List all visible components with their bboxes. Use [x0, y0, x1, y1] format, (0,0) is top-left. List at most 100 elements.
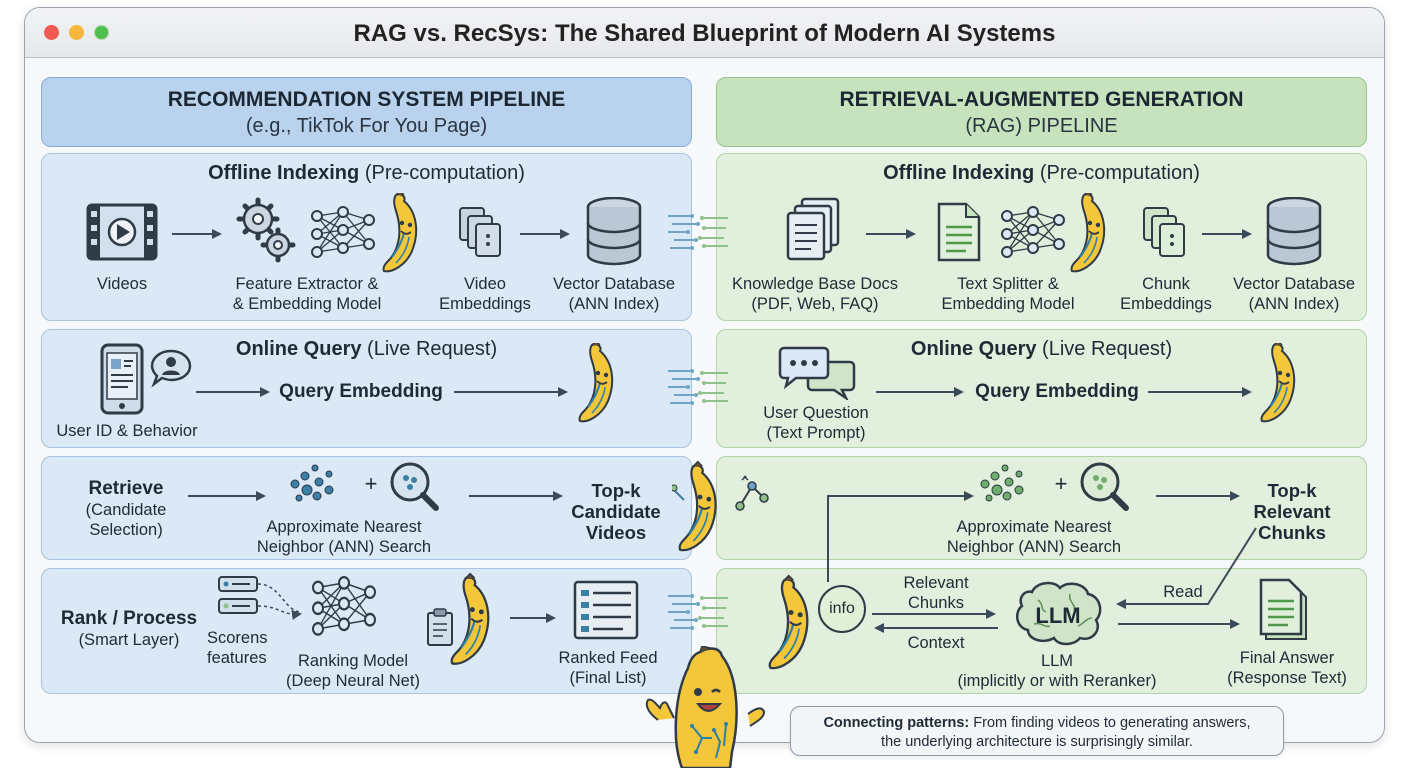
banana-mascot-icon — [1260, 343, 1296, 423]
ranked-feed-icon — [573, 580, 639, 640]
knowledge-docs-label: Knowledge Base Docs(PDF, Web, FAQ) — [731, 275, 898, 313]
arrow-llm-to-answer — [1118, 619, 1240, 629]
close-window-button[interactable] — [44, 25, 59, 40]
arrow-chunks-context — [872, 609, 998, 633]
search-icon — [388, 460, 440, 512]
neural-network-icon — [312, 576, 377, 636]
recsys-offline-title: Offline Indexing (Pre-computation) — [208, 162, 525, 184]
chunk-embeddings-icon — [1143, 207, 1185, 257]
waving-banana-mascot-icon — [645, 646, 766, 768]
arrow-embeddings-to-db — [520, 229, 570, 239]
recsys-online-title: Online Query (Live Request) — [235, 338, 498, 360]
recsys-header: RECOMMENDATION SYSTEM PIPELINE (e.g., Ti… — [41, 77, 692, 147]
recsys-header-title: RECOMMENDATION SYSTEM PIPELINE — [167, 88, 566, 111]
banana-mascot-icon — [1070, 193, 1106, 273]
features-list-icon — [218, 576, 258, 614]
rag-retrieve-panel — [716, 456, 1367, 560]
arrow-question-to-query — [876, 387, 964, 397]
gear-icon — [236, 197, 296, 263]
arrow-chunks-read — [1116, 527, 1257, 609]
rag-offline-panel: Offline Indexing (Pre-computation) — [716, 153, 1367, 321]
banana-mascot-icon — [768, 574, 809, 670]
circuit-connector-icon — [667, 368, 729, 406]
answer-document-icon — [1259, 578, 1307, 640]
title-bar: RAG vs. RecSys: The Shared Blueprint of … — [25, 8, 1384, 58]
video-embeddings-icon — [459, 207, 501, 257]
arrow-query-to-banana — [454, 387, 568, 397]
final-answer-label: Final Answer(Response Text) — [1227, 649, 1347, 687]
recsys-online-panel: Online Query (Live Request) — [41, 329, 692, 448]
arrow-banana-to-ann — [827, 491, 974, 582]
arrow-user-to-query — [196, 387, 270, 397]
phone-icon — [100, 343, 144, 415]
user-avatar-icon — [150, 349, 192, 388]
rag-query-embedding-label: Query Embedding — [975, 381, 1139, 402]
neural-network-icon — [311, 206, 375, 258]
user-id-behavior-label: User ID & Behavior — [56, 422, 198, 440]
rag-vector-database-label: Vector Database(ANN Index) — [1233, 275, 1355, 313]
plus-sign: + — [1054, 471, 1068, 496]
context-label: Context — [907, 634, 965, 652]
user-question-label: User Question(Text Prompt) — [763, 404, 869, 442]
brain-icon: LLM — [1015, 581, 1102, 646]
vector-database-label: Vector Database(ANN Index) — [553, 275, 675, 313]
minimize-window-button[interactable] — [69, 25, 84, 40]
info-bubble: info — [818, 585, 866, 633]
text-file-icon — [937, 202, 981, 262]
arrow-ann-to-topk — [469, 491, 563, 501]
arrow-retrieve-to-ann — [188, 491, 266, 501]
vector-database-icon — [586, 197, 642, 266]
banana-mascot-icon — [450, 572, 490, 665]
connecting-patterns-callout: Connecting patterns: From finding videos… — [790, 706, 1284, 756]
ranked-feed-label: Ranked Feed(Final List) — [558, 649, 658, 687]
neural-network-icon — [1001, 206, 1065, 258]
arrow-docs-to-splitter — [866, 229, 916, 239]
circuit-connector-icon — [667, 593, 729, 631]
clipboard-icon — [427, 608, 453, 646]
window-title: RAG vs. RecSys: The Shared Blueprint of … — [353, 20, 1056, 47]
film-icon — [86, 203, 158, 261]
query-embedding-label: Query Embedding — [279, 381, 443, 402]
arrow-ann-to-chunks — [1156, 491, 1240, 501]
rag-header-subtitle: (RAG) PIPELINE — [965, 115, 1118, 137]
arrow-videos-to-extractor — [172, 229, 222, 239]
documents-icon — [786, 197, 840, 261]
svg-text:LLM: LLM — [1035, 603, 1080, 628]
ranking-model-label: Ranking Model(Deep Neural Net) — [286, 652, 420, 690]
rag-header-title: RETRIEVAL-AUGMENTED GENERATION — [839, 88, 1244, 111]
text-splitter-label: Text Splitter &Embedding Model — [941, 275, 1075, 313]
search-icon — [1080, 462, 1129, 511]
rag-header: RETRIEVAL-AUGMENTED GENERATION (RAG) PIP… — [716, 77, 1367, 147]
feature-extractor-label: Feature Extractor && Embedding Model — [232, 275, 382, 313]
rank-process-label: Rank / Process (Smart Layer) — [60, 608, 198, 649]
videos-label: Videos — [96, 275, 148, 293]
chat-bubbles-icon — [778, 346, 856, 400]
share-nodes-icon — [735, 475, 769, 511]
maximize-window-button[interactable] — [94, 25, 109, 40]
rag-online-title: Online Query (Live Request) — [910, 338, 1173, 360]
banana-mascot-icon — [578, 343, 614, 423]
recsys-retrieve-panel — [41, 456, 692, 560]
banana-mascot-icon — [672, 460, 717, 552]
arrow-features-to-model — [257, 583, 306, 628]
rag-offline-title: Offline Indexing (Pre-computation) — [883, 162, 1200, 184]
arrow-model-to-feed — [510, 613, 556, 623]
vector-database-icon — [1266, 197, 1322, 266]
read-label: Read — [1163, 583, 1203, 601]
banana-mascot-icon — [382, 193, 418, 273]
embedding-cluster-icon — [980, 464, 1024, 502]
arrow-rag-query-to-banana — [1148, 387, 1252, 397]
circuit-connector-icon — [667, 213, 729, 251]
arrow-chunks-to-db — [1202, 229, 1252, 239]
embedding-cluster-icon — [290, 464, 334, 502]
llm-label: LLM(implicitly or with Reranker) — [957, 652, 1157, 690]
